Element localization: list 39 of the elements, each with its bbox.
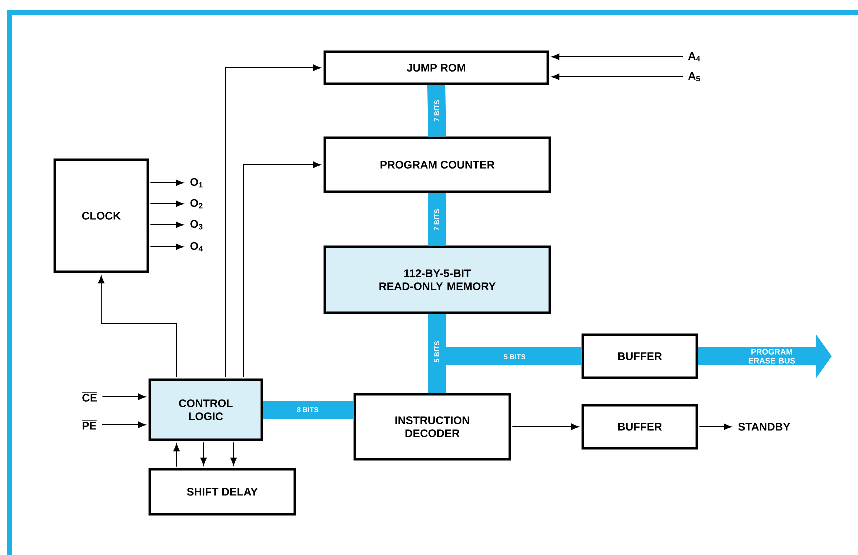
process-box: CONTROL LOGIC bbox=[148, 378, 264, 442]
arrow bbox=[699, 424, 732, 430]
arrow bbox=[552, 74, 684, 80]
arrow bbox=[150, 222, 184, 228]
arrow bbox=[225, 64, 322, 378]
signal-label: STANDBY bbox=[738, 423, 790, 431]
signal-label: O$_{2}$ bbox=[190, 199, 203, 209]
process-box: JUMP ROM bbox=[324, 50, 550, 86]
arrow bbox=[150, 244, 184, 250]
signal-label: PE bbox=[82, 420, 98, 430]
process-box: BUFFER bbox=[582, 404, 698, 450]
process-box: 112-BY-5-BIT READ-ONLY MEMORY bbox=[324, 246, 552, 314]
process-box: BUFFER bbox=[582, 334, 698, 380]
arrow bbox=[200, 442, 207, 466]
bus bbox=[428, 193, 446, 246]
arrow bbox=[174, 444, 180, 468]
process-box: SHIFT DELAY bbox=[148, 468, 296, 516]
arrow bbox=[102, 422, 146, 428]
arrow bbox=[512, 424, 580, 430]
bus bbox=[428, 314, 582, 366]
edge-label: PROGRAM ERASE BUS bbox=[740, 348, 804, 365]
signal-label: A$_{5}$ bbox=[688, 72, 700, 82]
signal-label: CE bbox=[82, 392, 98, 402]
arrow bbox=[552, 54, 684, 60]
arrow bbox=[98, 276, 178, 378]
arrow bbox=[150, 200, 184, 208]
arrow bbox=[230, 442, 237, 466]
signal-label: A$_{4}$ bbox=[688, 52, 700, 62]
arrow bbox=[102, 394, 146, 400]
signal-label: O$_{1}$ bbox=[190, 178, 203, 188]
process-box: INSTRUCTION DECODER bbox=[354, 393, 512, 461]
bus bbox=[428, 85, 446, 137]
process-box: CLOCK bbox=[54, 158, 150, 274]
process-box: PROGRAM COUNTER bbox=[324, 136, 552, 194]
signal-label: O$_{4}$ bbox=[190, 242, 203, 252]
signal-label: O$_{3}$ bbox=[190, 220, 203, 230]
bus bbox=[263, 401, 354, 419]
arrow bbox=[243, 162, 322, 378]
arrow bbox=[150, 180, 184, 186]
